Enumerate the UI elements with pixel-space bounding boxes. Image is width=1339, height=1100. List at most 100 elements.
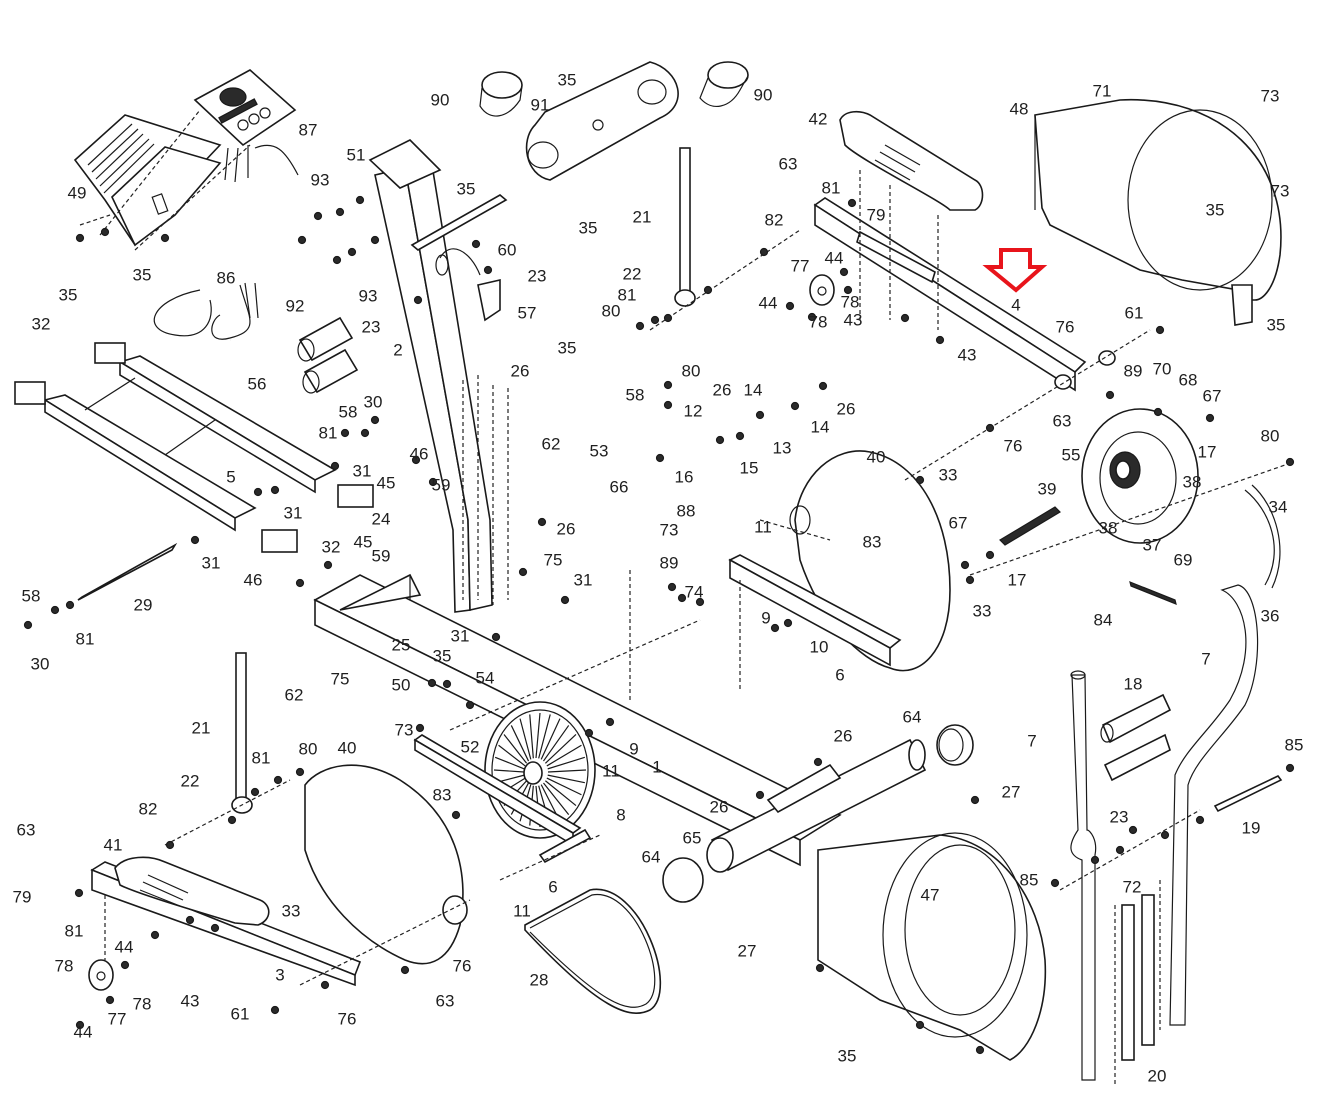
callout-label-part-35: 35 xyxy=(579,218,598,237)
fastener-icon xyxy=(491,632,501,642)
callout-label-part-51: 51 xyxy=(347,145,366,164)
callout-label-part-42: 42 xyxy=(809,109,828,128)
fastener-icon xyxy=(1153,407,1163,417)
fastener-icon xyxy=(1160,830,1170,840)
callout-label-part-45: 45 xyxy=(354,532,373,551)
callout-label-part-29: 29 xyxy=(134,595,153,614)
callout-label-part-31: 31 xyxy=(451,626,470,645)
callout-label-part-26: 26 xyxy=(834,726,853,745)
wheel-part-77-left xyxy=(88,959,114,991)
fastener-icon xyxy=(818,381,828,391)
fastener-icon xyxy=(415,723,425,733)
pedal-part-41 xyxy=(114,856,270,926)
callout-label-part-22: 22 xyxy=(623,264,642,283)
callout-label-part-9: 9 xyxy=(629,739,638,758)
fastener-icon xyxy=(735,431,745,441)
fastener-icon xyxy=(270,1005,280,1015)
callout-label-part-76: 76 xyxy=(1056,317,1075,336)
assembly-lines xyxy=(104,229,1286,1085)
callout-label-part-71: 71 xyxy=(1093,81,1112,100)
callout-label-part-25: 25 xyxy=(392,635,411,654)
fastener-icon xyxy=(75,1020,85,1030)
fastener-icon xyxy=(807,312,817,322)
callout-label-part-62: 62 xyxy=(542,434,561,453)
callout-label-part-23: 23 xyxy=(1110,807,1129,826)
disc-shroud-part-47 xyxy=(817,832,1047,1061)
fastener-icon xyxy=(335,207,345,217)
fastener-icon xyxy=(695,597,705,607)
callout-label-part-59: 59 xyxy=(372,546,391,565)
callout-label-part-35: 35 xyxy=(558,338,577,357)
fastener-icon xyxy=(635,321,645,331)
callout-label-part-44: 44 xyxy=(115,937,134,956)
callout-label-part-66: 66 xyxy=(610,477,629,496)
fastener-icon xyxy=(1155,325,1165,335)
callout-label-part-65: 65 xyxy=(683,828,702,847)
callout-label-part-87: 87 xyxy=(299,120,318,139)
callout-label-part-85: 85 xyxy=(1020,870,1039,889)
callout-label-part-35: 35 xyxy=(59,285,78,304)
callout-label-part-75: 75 xyxy=(331,669,350,688)
fastener-icon xyxy=(605,717,615,727)
fastener-icon xyxy=(471,239,481,249)
fastener-icon xyxy=(483,265,493,275)
callout-label-part-74: 74 xyxy=(685,582,704,601)
fastener-icon xyxy=(185,915,195,925)
stabilizer-arm-part-6 xyxy=(728,554,902,667)
fastener-icon xyxy=(465,700,475,710)
callout-label-part-73: 73 xyxy=(660,520,679,539)
callout-label-part-32: 32 xyxy=(322,537,341,556)
fastener-icon xyxy=(915,1020,925,1030)
callout-label-part-21: 21 xyxy=(192,718,211,737)
fastener-icon xyxy=(813,757,823,767)
callout-label-part-30: 30 xyxy=(364,392,383,411)
wheel-part-77-right xyxy=(809,274,835,306)
grip-cap-part-90-right xyxy=(699,61,749,107)
callout-label-part-60: 60 xyxy=(498,240,517,259)
fastener-icon xyxy=(190,535,200,545)
callout-label-part-33: 33 xyxy=(282,901,301,920)
fastener-icon xyxy=(1195,815,1205,825)
callout-label-part-83: 83 xyxy=(863,532,882,551)
callout-label-part-81: 81 xyxy=(618,285,637,304)
callout-label-part-2: 2 xyxy=(393,340,402,359)
idler-arm-part-6b xyxy=(413,734,592,864)
handlebar-part-7-right xyxy=(1169,584,1259,1026)
callout-label-part-41: 41 xyxy=(104,835,123,854)
pivot-cover-part-91 xyxy=(525,61,679,181)
callout-label-part-80: 80 xyxy=(299,739,318,758)
fastener-icon xyxy=(323,560,333,570)
callout-label-part-18: 18 xyxy=(1124,674,1143,693)
fastener-icon xyxy=(677,593,687,603)
callout-label-part-20: 20 xyxy=(1148,1066,1167,1085)
callout-label-part-4: 4 xyxy=(1011,295,1020,314)
axle-part-39 xyxy=(999,506,1061,546)
fastener-icon xyxy=(411,455,421,465)
fastener-icon xyxy=(370,235,380,245)
callout-label-part-63: 63 xyxy=(1053,411,1072,430)
callout-label-part-17: 17 xyxy=(1198,442,1217,461)
callout-label-part-31: 31 xyxy=(284,503,303,522)
callout-label-part-89: 89 xyxy=(660,553,679,572)
pedal-arm-part-4 xyxy=(813,197,1116,392)
callout-label-part-52: 52 xyxy=(461,737,480,756)
fastener-icon xyxy=(227,815,237,825)
fastener-icon xyxy=(347,247,357,257)
callout-label-part-1: 1 xyxy=(652,757,661,776)
callout-label-part-54: 54 xyxy=(476,668,495,687)
callout-label-part-44: 44 xyxy=(759,293,778,312)
callout-label-part-73: 73 xyxy=(1271,181,1290,200)
callout-label-part-35: 35 xyxy=(1206,200,1225,219)
fastener-icon xyxy=(985,550,995,560)
callout-label-part-90: 90 xyxy=(431,90,450,109)
callout-label-part-17: 17 xyxy=(1008,570,1027,589)
callout-label-part-11: 11 xyxy=(754,517,772,536)
console-base-part-49 xyxy=(73,114,222,247)
wheel-cover-part-40-left xyxy=(304,764,468,965)
callout-label-part-35: 35 xyxy=(457,179,476,198)
fastener-icon xyxy=(413,295,423,305)
callout-label-part-80: 80 xyxy=(682,361,701,380)
pedal-part-42 xyxy=(839,110,984,211)
callout-label-part-81: 81 xyxy=(65,921,84,940)
